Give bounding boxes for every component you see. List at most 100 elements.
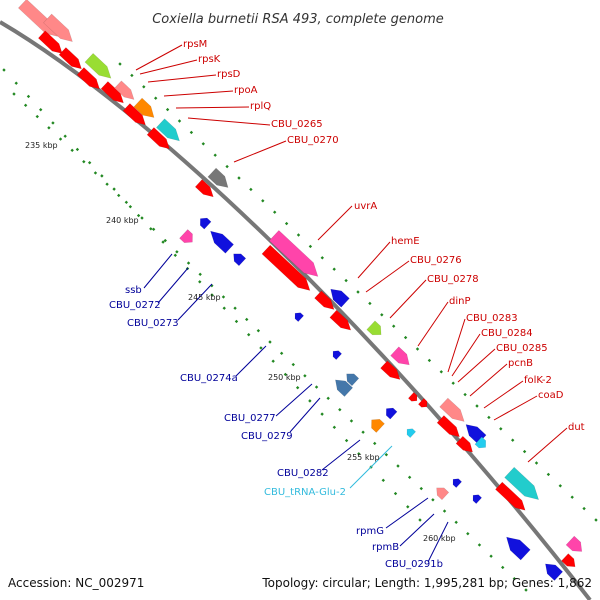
- gc-inner-dot-30: [361, 430, 365, 434]
- gene-arrow-ssb[interactable]: [206, 227, 234, 254]
- gene-label-coaD[interactable]: coaD: [538, 390, 564, 401]
- forward-gene-labels: rpsM rpsK rpsD rpoA rplQ CBU_0265 CBU_02…: [183, 39, 585, 433]
- gene-arrow-fwd-7[interactable]: [495, 481, 528, 514]
- gene-label-CBU_0270[interactable]: CBU_0270: [287, 135, 339, 146]
- gene-arrow-CBU_0283[interactable]: [439, 397, 469, 426]
- gc-outer-dot-22: [380, 313, 384, 317]
- gene-label-CBU_0284[interactable]: CBU_0284: [481, 328, 533, 339]
- gene-arrow-rev-2[interactable]: [383, 405, 398, 420]
- gc-inner-dot-35: [419, 486, 423, 491]
- gc-outer-dot-9: [225, 164, 229, 169]
- gene-label-rplQ[interactable]: rplQ: [250, 101, 271, 112]
- gene-arrow-fwd-6[interactable]: [380, 360, 404, 383]
- gene-arrow-uvrA[interactable]: [268, 230, 322, 281]
- gene-arrow-fwd-4[interactable]: [194, 179, 216, 201]
- gc-outer-dot-26: [427, 358, 432, 363]
- gene-arrow-fwd-9[interactable]: [407, 391, 419, 403]
- gene-arrow-rev-1[interactable]: [197, 215, 212, 230]
- gene-arrow-rev-5[interactable]: [292, 310, 305, 323]
- gc-far-dot-11: [136, 213, 141, 218]
- gene-arrow-fwd-2[interactable]: [58, 47, 85, 72]
- gene-arrow-rpmG[interactable]: [433, 484, 450, 501]
- gene-arrow-CBU_0276[interactable]: [329, 309, 354, 334]
- gene-label-CBU_0279[interactable]: CBU_0279: [241, 431, 293, 442]
- gc-outer-dot-32: [499, 427, 503, 431]
- gene-arrow-folK-2[interactable]: [455, 435, 476, 456]
- gene-label-rpoA[interactable]: rpoA: [234, 85, 258, 96]
- gene-label-dinP[interactable]: dinP: [449, 296, 471, 307]
- tick-label-240: 240 kbp: [106, 216, 139, 225]
- gene-arrow-rpsD[interactable]: [76, 67, 103, 92]
- gene-label-rpsK[interactable]: rpsK: [198, 54, 221, 65]
- gc-inner-dot-43: [512, 577, 517, 581]
- gene-arrow-pink-2[interactable]: [565, 535, 586, 556]
- gene-label-rpmG[interactable]: rpmG: [356, 526, 384, 537]
- gene-arrow-fwd-1[interactable]: [37, 30, 65, 57]
- gene-arrow-rpsK[interactable]: [84, 53, 115, 82]
- gene-label-rpsD[interactable]: rpsD: [217, 69, 241, 80]
- gene-label-ssb[interactable]: ssb: [125, 285, 142, 296]
- gene-arrow-coaD[interactable]: [474, 436, 489, 451]
- gene-arrow-rplQ[interactable]: [133, 97, 158, 122]
- gene-arrow-rpsM[interactable]: [43, 13, 76, 46]
- callout-line-12: [447, 318, 466, 373]
- gene-arrow-fwd-3[interactable]: [122, 103, 149, 128]
- gene-arrow-hemE[interactable]: [314, 290, 338, 313]
- gene-arrow-rev-3[interactable]: [470, 492, 483, 505]
- gene-arrow-dinP[interactable]: [390, 346, 414, 369]
- gc-outer-dot-23: [392, 324, 396, 328]
- tick-label-260: 260 kbp: [423, 534, 456, 543]
- gene-label-CBU_0282[interactable]: CBU_0282: [277, 468, 329, 479]
- gene-label-uvrA[interactable]: uvrA: [354, 201, 377, 212]
- callout-line-4: [175, 106, 250, 109]
- gene-label-dut[interactable]: dut: [568, 422, 585, 433]
- gene-arrow-CBU_0291b[interactable]: [502, 532, 531, 561]
- gene-label-CBU_0278[interactable]: CBU_0278: [427, 274, 479, 285]
- gene-arrow-rpmB[interactable]: [450, 476, 463, 489]
- gene-label-rpmB[interactable]: rpmB: [372, 542, 399, 553]
- gene-arrow-fwd-8[interactable]: [561, 553, 578, 571]
- gene-arrow-CBU_0278[interactable]: [366, 320, 385, 339]
- gene-label-CBU_0277[interactable]: CBU_0277: [224, 413, 276, 424]
- gene-arrow-CBU_0279[interactable]: [343, 370, 360, 387]
- gc-far-dot-29: [357, 452, 361, 456]
- gene-label-rpsM[interactable]: rpsM: [183, 39, 207, 50]
- gene-label-folK-2[interactable]: folK-2: [524, 375, 552, 386]
- gene-arrow-CBU_0273[interactable]: [230, 250, 247, 267]
- callout-line-24: [289, 397, 321, 433]
- gene-label-CBU_0274a[interactable]: CBU_0274a: [180, 373, 238, 384]
- gene-label-CBU_0291b[interactable]: CBU_0291b: [385, 559, 443, 570]
- gene-arrow-fwd-5[interactable]: [261, 244, 314, 295]
- callout-line-25: [321, 439, 361, 471]
- gc-far-dot-7: [87, 160, 92, 165]
- gene-arrow-pcnB[interactable]: [436, 415, 463, 440]
- gene-arrow-hemE-rev[interactable]: [327, 285, 350, 308]
- gene-label-CBU_0265[interactable]: CBU_0265: [271, 119, 323, 130]
- gc-far-dot-32: [393, 491, 398, 496]
- gene-label-CBU_0272[interactable]: CBU_0272: [109, 300, 161, 311]
- gene-arrow-pink-1[interactable]: [114, 80, 138, 103]
- gene-arrow-CBU_0272[interactable]: [179, 229, 197, 247]
- gene-label-CBU_0276[interactable]: CBU_0276: [410, 255, 462, 266]
- gene-arrow-CBU_0265[interactable]: [156, 118, 183, 146]
- gene-arrow-CBU_0282[interactable]: [368, 416, 385, 433]
- gc-outer-dot-7: [201, 142, 205, 146]
- gene-label-hemE[interactable]: hemE: [391, 236, 420, 247]
- gene-arrow-rev-4[interactable]: [541, 559, 564, 581]
- gene-arrow-rev-6[interactable]: [330, 348, 343, 361]
- gene-arrow-fwd-10[interactable]: [417, 397, 429, 409]
- gene-arrow-CBU_tRNA-Glu-2[interactable]: [404, 426, 417, 439]
- gene-arrow-gray[interactable]: [207, 167, 232, 192]
- gene-label-CBU_0273[interactable]: CBU_0273: [127, 318, 179, 329]
- gene-label-CBU_0283[interactable]: CBU_0283: [466, 313, 518, 324]
- gene-arrow-dut[interactable]: [504, 466, 544, 505]
- gene-label-pcnB[interactable]: pcnB: [508, 358, 533, 369]
- gene-label-CBU_0285[interactable]: CBU_0285: [496, 343, 548, 354]
- gc-outer-dot-3: [154, 96, 158, 100]
- gene-arrow-CBU_0270[interactable]: [146, 127, 173, 152]
- gene-label-CBU_tRNA-Glu-2[interactable]: CBU_tRNA-Glu-2: [264, 487, 346, 498]
- gc-far-dot-34: [418, 518, 422, 522]
- gc-inner-dot-3: [47, 126, 51, 130]
- gene-arrow-CBU_0277[interactable]: [331, 375, 354, 397]
- gc-inner-dot-23: [279, 351, 284, 355]
